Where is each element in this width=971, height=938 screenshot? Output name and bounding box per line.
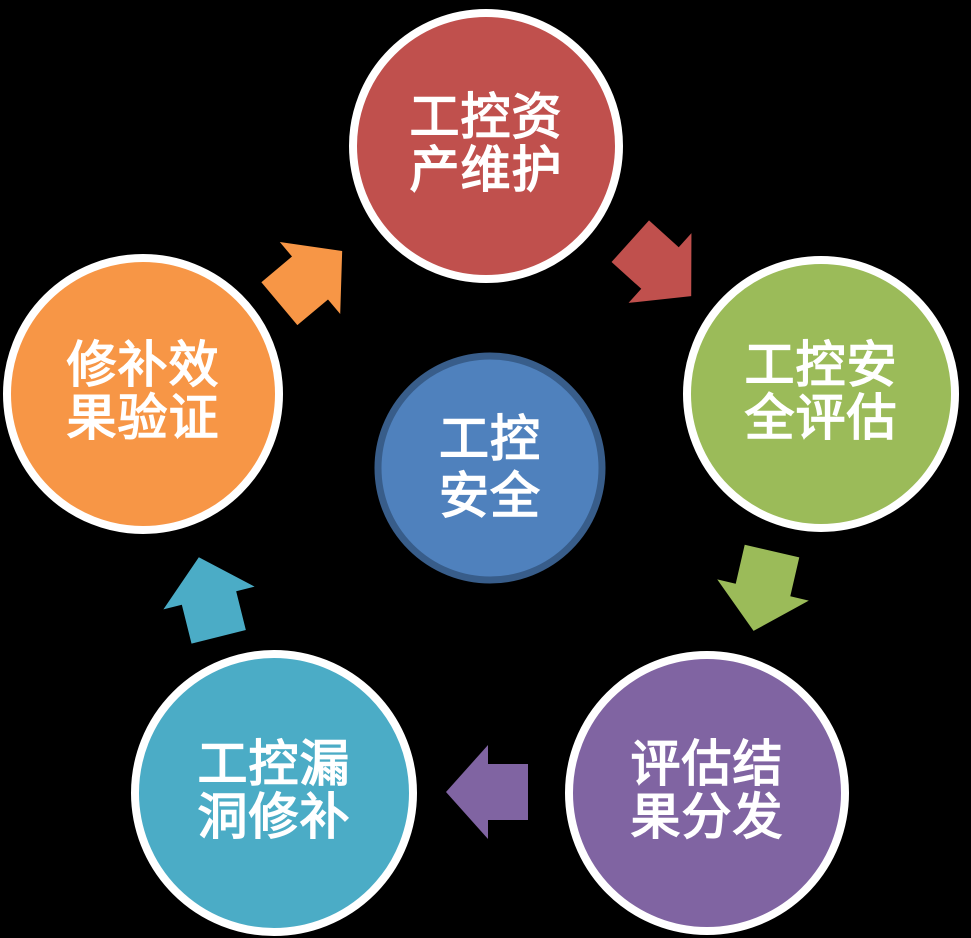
node-security-assessment: 工控安 全评估 — [683, 256, 959, 532]
node-security-assessment-circle — [683, 256, 959, 532]
node-vulnerability-patching: 工控漏 洞修补 — [131, 650, 417, 936]
node-asset-maintenance-label-line2: 产维护 — [410, 142, 563, 198]
node-patch-verification-label-line1: 修补效 — [67, 337, 220, 393]
node-asset-maintenance-label-line1: 工控资 — [410, 89, 563, 145]
node-result-distribution: 评估结 果分发 — [565, 651, 849, 935]
node-result-distribution-label-line2: 果分发 — [631, 789, 784, 845]
node-vulnerability-patching-label-line2: 洞修补 — [198, 789, 351, 845]
node-vulnerability-patching-circle — [131, 650, 417, 936]
node-vulnerability-patching-label-line1: 工控漏 — [198, 736, 351, 792]
node-center-security-label-line2: 安全 — [439, 468, 541, 524]
node-result-distribution-label-line1: 评估结 — [631, 736, 784, 792]
node-asset-maintenance: 工控资 产维护 — [349, 9, 623, 283]
node-center-security-circle — [374, 352, 606, 584]
node-center-security: 工控 安全 — [374, 352, 606, 584]
node-security-assessment-label-line2: 全评估 — [744, 390, 898, 446]
node-result-distribution-circle — [565, 651, 849, 935]
node-patch-verification-label-line2: 果验证 — [67, 390, 220, 446]
node-security-assessment-label-line1: 工控安 — [745, 337, 898, 393]
node-patch-verification: 修补效 果验证 — [3, 254, 283, 534]
node-center-security-label-line1: 工控 — [439, 411, 541, 467]
node-asset-maintenance-circle — [349, 9, 623, 283]
node-patch-verification-circle — [3, 254, 283, 534]
